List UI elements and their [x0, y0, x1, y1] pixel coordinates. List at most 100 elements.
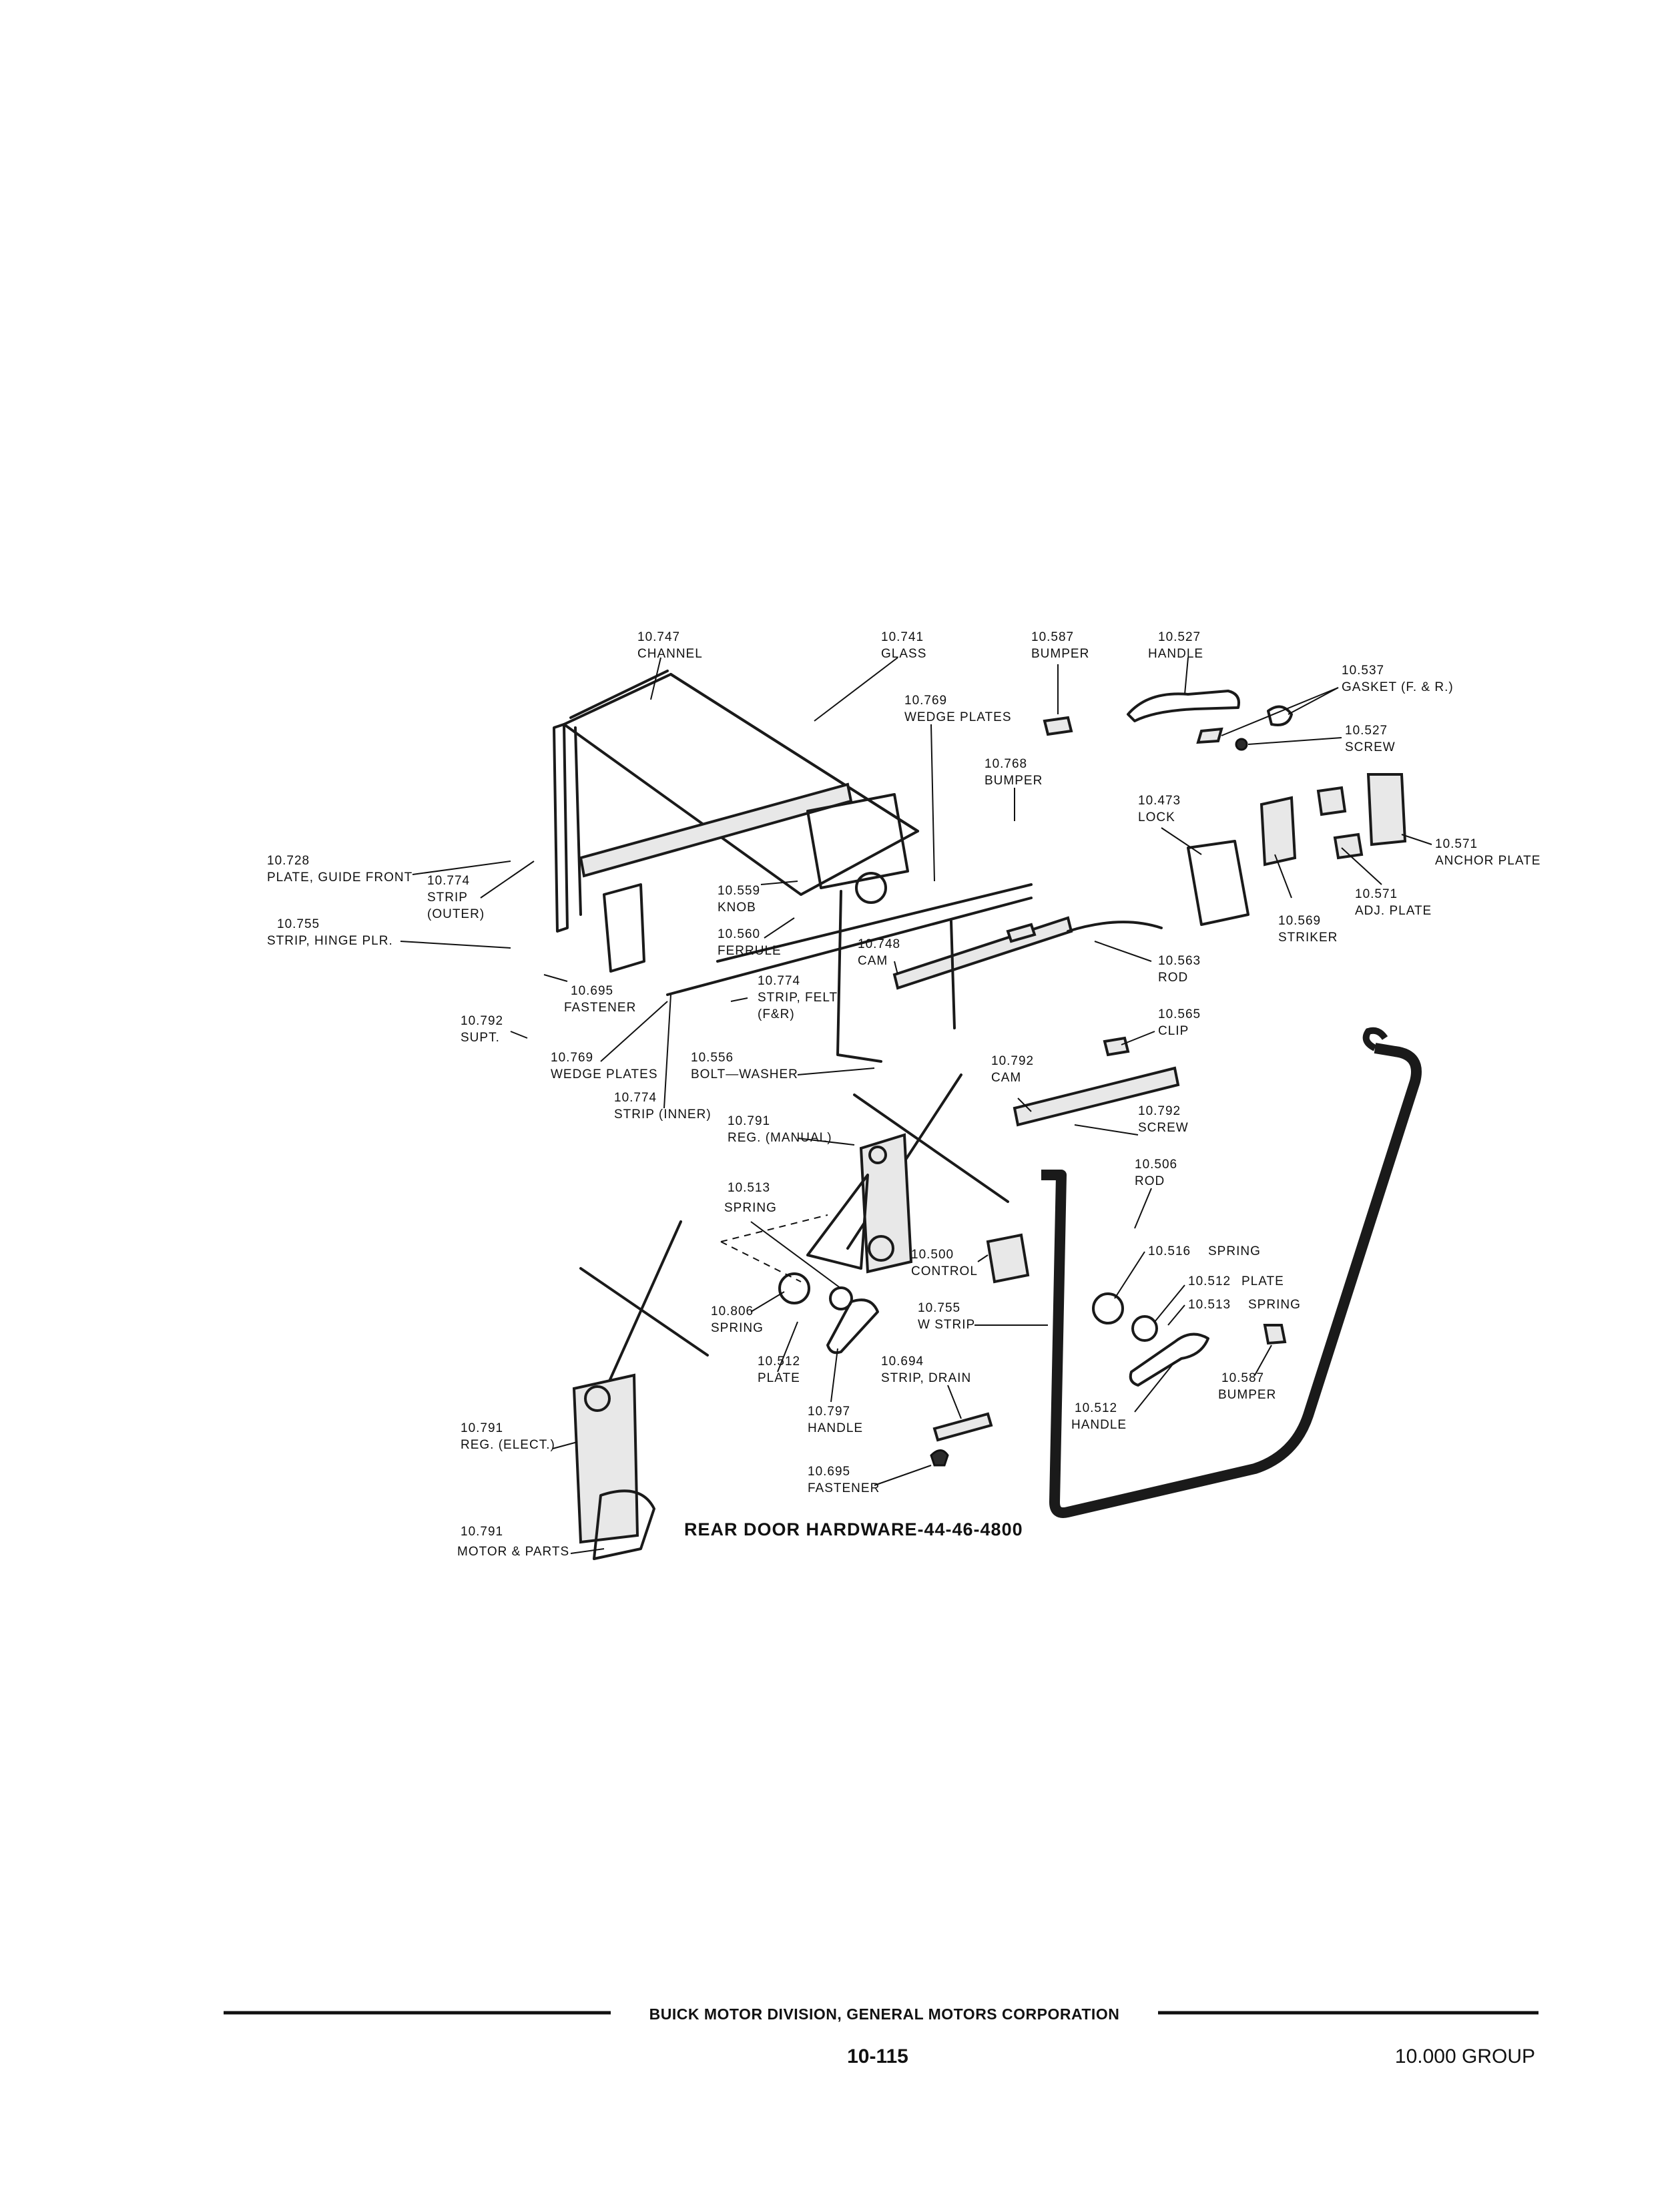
- label-reg-elect-name: REG. (ELECT.): [461, 1438, 555, 1452]
- label-guide-name: PLATE, GUIDE FRONT: [267, 871, 412, 885]
- label-cam792-name: CAM: [991, 1071, 1021, 1085]
- label-anchor-num: 10.571: [1435, 837, 1478, 851]
- label-adj-name: ADJ. PLATE: [1355, 904, 1432, 918]
- label-channel-name: CHANNEL: [637, 647, 703, 661]
- label-control-name: CONTROL: [911, 1264, 978, 1278]
- label-felt-num: 10.774: [758, 974, 800, 988]
- label-adj-num: 10.571: [1355, 887, 1398, 901]
- label-spring806-name: SPRING: [711, 1321, 764, 1335]
- label-strip-inner-name: STRIP (INNER): [614, 1108, 712, 1122]
- label-strip-inner-num: 10.774: [614, 1091, 657, 1105]
- leader-lines: [400, 657, 1432, 1554]
- part-cams-rods: [666, 883, 1180, 1127]
- label-supt-name: SUPT.: [461, 1031, 500, 1045]
- label-bolt-num: 10.556: [691, 1051, 734, 1065]
- label-cam748-name: CAM: [858, 954, 888, 968]
- label-glass-num: 10.741: [881, 630, 924, 644]
- label-spring513-name: SPRING: [724, 1201, 777, 1215]
- label-cam792-num: 10.792: [991, 1054, 1034, 1068]
- label-felt-name-2: (F&R): [758, 1007, 795, 1021]
- part-control-handles: [778, 1233, 1287, 1467]
- assembly-line-2: [720, 1241, 802, 1282]
- label-gasket-name: GASKET (F. & R.): [1342, 680, 1454, 694]
- label-gasket-num: 10.537: [1342, 664, 1384, 678]
- label-wedge-low-name: WEDGE PLATES: [551, 1067, 658, 1081]
- label-spring513b-num: 10.513: [1188, 1298, 1231, 1312]
- label-striker-num: 10.569: [1278, 914, 1321, 928]
- label-reg-elect-num: 10.791: [461, 1421, 503, 1435]
- label-anchor-name: ANCHOR PLATE: [1435, 854, 1541, 868]
- label-clip-name: CLIP: [1158, 1024, 1189, 1038]
- footer-company: BUICK MOTOR DIVISION, GENERAL MOTORS COR…: [649, 2005, 1120, 2023]
- label-hinge-name: STRIP, HINGE PLR.: [267, 934, 393, 948]
- label-control-num: 10.500: [911, 1248, 954, 1262]
- label-striker-name: STRIKER: [1278, 931, 1338, 945]
- label-bumper-mid-num: 10.768: [985, 757, 1027, 771]
- label-screw-top-name: SCREW: [1345, 740, 1396, 754]
- label-rod563-num: 10.563: [1158, 954, 1201, 968]
- part-weatherstrip: [1041, 1027, 1422, 1518]
- part-top-handle: [1043, 690, 1293, 751]
- label-strip-outer-num: 10.774: [427, 874, 470, 888]
- label-spring516-num: 10.516: [1148, 1244, 1191, 1258]
- label-hinge-num: 10.755: [277, 917, 320, 931]
- diagram-title: REAR DOOR HARDWARE-44-46-4800: [684, 1519, 1023, 1539]
- label-wstrip-num: 10.755: [918, 1301, 960, 1315]
- label-spring513b-name: SPRING: [1248, 1298, 1301, 1312]
- label-handle512-num: 10.512: [1075, 1401, 1117, 1415]
- part-channel: [569, 670, 669, 719]
- label-lock-num: 10.473: [1138, 794, 1181, 808]
- label-wedge-top-name: WEDGE PLATES: [904, 710, 1012, 724]
- label-strip-outer-name-2: (OUTER): [427, 907, 485, 921]
- label-handle512-name: HANDLE: [1071, 1418, 1127, 1432]
- label-plate512a-num: 10.512: [1188, 1274, 1231, 1288]
- label-screw792-name: SCREW: [1138, 1121, 1189, 1135]
- label-handle-top-num: 10.527: [1158, 630, 1201, 644]
- part-manual-regulator: [806, 1073, 1009, 1274]
- label-cam748-num: 10.748: [858, 937, 900, 951]
- label-guide-num: 10.728: [267, 854, 310, 868]
- label-screw792-num: 10.792: [1138, 1104, 1181, 1118]
- label-rod563-name: ROD: [1158, 971, 1188, 985]
- label-bumper-top-num: 10.587: [1031, 630, 1074, 644]
- label-lock-name: LOCK: [1138, 810, 1175, 824]
- label-spring513-num: 10.513: [728, 1181, 770, 1195]
- label-channel-num: 10.747: [637, 630, 680, 644]
- label-plate512b-name: PLATE: [758, 1371, 800, 1385]
- label-screw-top-num: 10.527: [1345, 724, 1388, 738]
- label-ferrule-name: FERRULE: [718, 944, 782, 958]
- label-motor-num: 10.791: [461, 1525, 503, 1539]
- label-rod506-name: ROD: [1135, 1174, 1165, 1188]
- label-wedge-low-num: 10.769: [551, 1051, 593, 1065]
- footer-group: 10.000 GROUP: [1395, 2045, 1535, 2067]
- label-handle797-name: HANDLE: [808, 1421, 863, 1435]
- label-knob-name: KNOB: [718, 901, 756, 915]
- label-drain-num: 10.694: [881, 1355, 924, 1369]
- label-rod506-num: 10.506: [1135, 1158, 1177, 1172]
- page-number: 10-115: [847, 2045, 908, 2067]
- label-wedge-top-num: 10.769: [904, 694, 947, 708]
- label-fastener-a-name: FASTENER: [564, 1001, 636, 1015]
- label-spring516-name: SPRING: [1208, 1244, 1261, 1258]
- part-elect-regulator: [572, 1220, 709, 1560]
- label-fastener-b-num: 10.695: [808, 1465, 850, 1479]
- label-bumper-top-name: BUMPER: [1031, 647, 1089, 661]
- label-bumper587b-name: BUMPER: [1218, 1388, 1276, 1402]
- label-handle-top-name: HANDLE: [1148, 647, 1203, 661]
- label-fastener-b-name: FASTENER: [808, 1481, 880, 1495]
- label-clip-num: 10.565: [1158, 1007, 1201, 1021]
- label-motor-name: MOTOR & PARTS: [457, 1545, 569, 1559]
- label-reg-manual-num: 10.791: [728, 1114, 770, 1128]
- part-lock-striker: [1187, 773, 1407, 926]
- label-handle797-num: 10.797: [808, 1405, 850, 1419]
- label-strip-outer-name-1: STRIP: [427, 891, 468, 905]
- label-felt-name-1: STRIP, FELT: [758, 991, 838, 1005]
- callout-labels: 10.747 CHANNEL 10.741 GLASS 10.587 BUMPE…: [267, 630, 1541, 1559]
- label-bumper-mid-name: BUMPER: [985, 774, 1043, 788]
- label-bumper587b-num: 10.587: [1221, 1371, 1264, 1385]
- label-bolt-name: BOLT—WASHER: [691, 1067, 798, 1081]
- label-plate512a-name: PLATE: [1241, 1274, 1284, 1288]
- assembly-line-1: [720, 1214, 828, 1242]
